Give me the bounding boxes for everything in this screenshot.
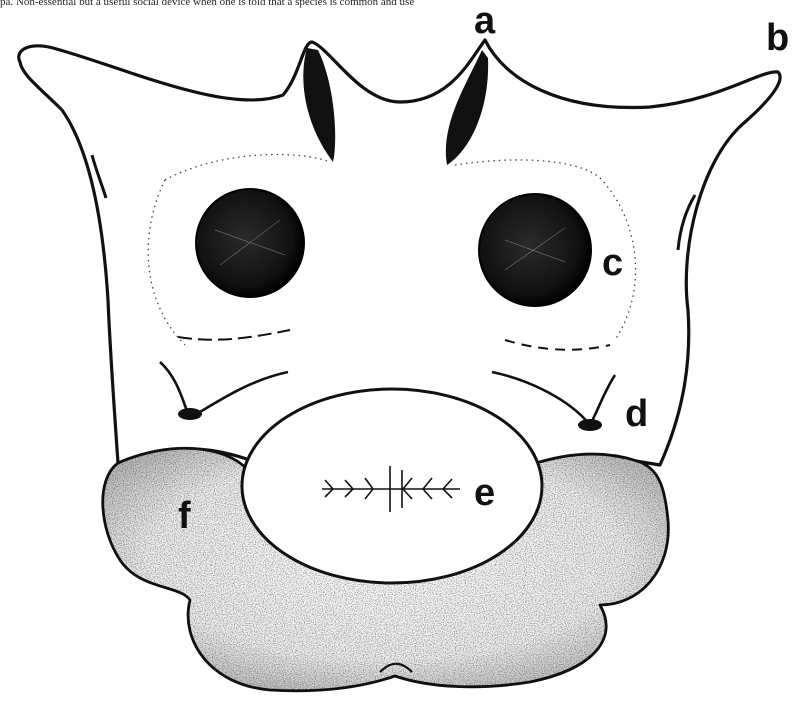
label-b: b [766, 17, 789, 59]
label-f: f [178, 495, 191, 537]
label-e: e [474, 472, 495, 514]
left-eye [196, 189, 304, 297]
right-eye [479, 194, 591, 306]
caption-text: pa. Non-essential but a useful social de… [0, 0, 792, 11]
label-d: d [625, 393, 648, 435]
label-c: c [602, 242, 623, 284]
oral-disc [242, 389, 542, 583]
